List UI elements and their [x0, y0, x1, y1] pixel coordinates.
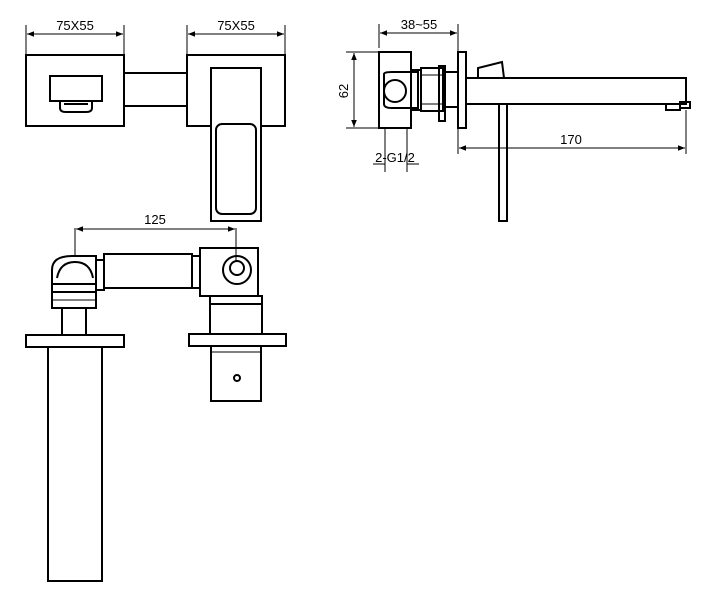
dimension-depth-range: 38~55 — [378, 17, 459, 52]
dim-label-spacing: 125 — [144, 212, 166, 227]
plan-connecting-pipe — [103, 253, 193, 289]
dimension-thread: 2-G1/2 — [375, 150, 415, 165]
plan-handle-plate — [188, 333, 287, 347]
wall-plate — [457, 51, 467, 129]
dim-label-plate-left: 75X55 — [56, 18, 94, 33]
side-handle — [477, 60, 506, 79]
connecting-pipe — [123, 72, 188, 107]
dim-label-plate-right: 75X55 — [217, 18, 255, 33]
dim-label-height: 62 — [336, 84, 351, 98]
valve-port — [229, 260, 245, 276]
dimension-plate-right: 75X55 — [186, 18, 286, 55]
handle-lever — [210, 67, 262, 222]
plan-spout-body — [47, 346, 103, 582]
plan-view: 125 — [25, 212, 287, 582]
spout-cover-plate — [25, 54, 125, 127]
dim-label-depth-range: 38~55 — [401, 17, 438, 32]
side-handle-lever — [498, 103, 508, 222]
dimension-height: 62 — [336, 51, 379, 129]
spout-outlet — [49, 75, 103, 102]
plan-handle-body — [210, 345, 262, 402]
dim-label-spout-length: 170 — [560, 132, 582, 147]
plan-valve-body — [199, 247, 259, 297]
side-view: 38~55 62 2-G1/2 — [336, 17, 691, 222]
front-view: 75X55 75X55 — [25, 18, 286, 222]
dim-label-thread: 2-G1/2 — [375, 150, 415, 165]
handle-lever-recess — [215, 123, 257, 215]
plan-spout-plate — [25, 334, 125, 348]
dimension-plate-left: 75X55 — [25, 18, 125, 55]
inlet-port — [383, 79, 407, 103]
dimension-spout-length: 170 — [457, 110, 687, 154]
